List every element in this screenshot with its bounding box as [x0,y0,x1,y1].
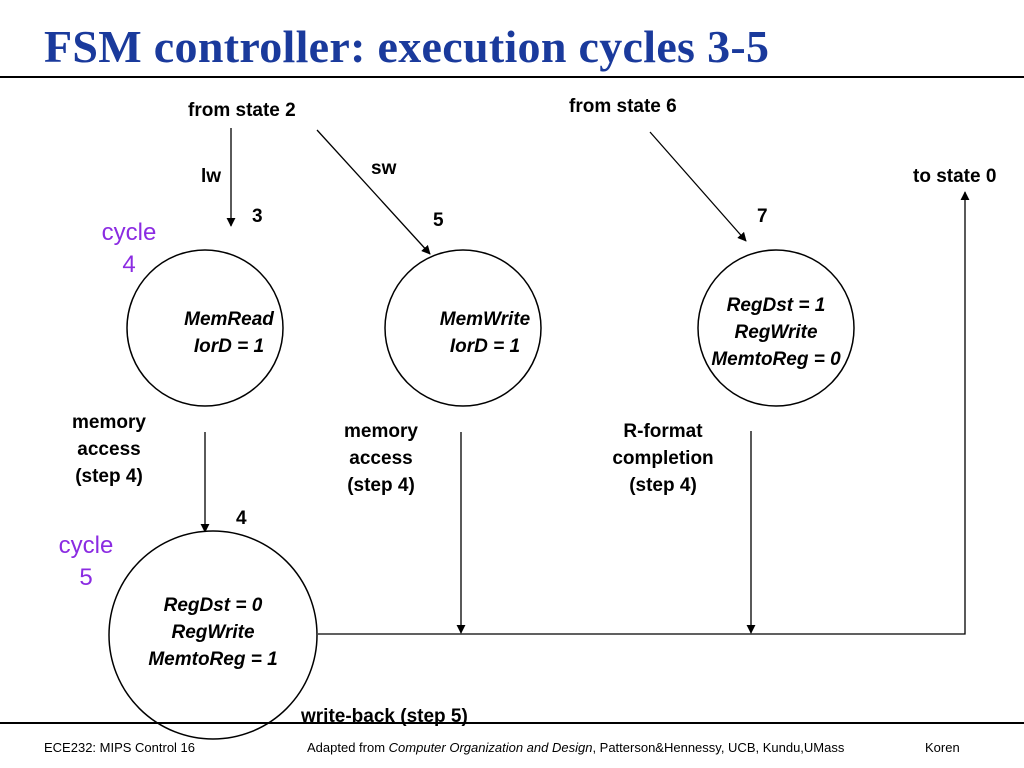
state-3-line-2: IorD = 1 [194,336,264,357]
rformat-line-3: (step 4) [629,475,697,496]
edge-from-state6-to-state7 [649,131,747,242]
lw-mem-access-line-2: access [77,439,140,460]
edge-from-state2-to-state5 [316,129,431,255]
state-4-line-1: RegDst = 0 [164,595,263,616]
footer-book-title: Computer Organization and Design [388,740,593,755]
sw-mem-access-line-1: memory [344,421,418,442]
from-state-2-label: from state 2 [188,100,296,121]
state-7-circle [697,249,855,407]
state-4-line-3: MemtoReg = 1 [148,649,277,670]
state-7-line-3: MemtoReg = 0 [711,349,841,370]
title-divider [0,76,1024,78]
state-7-line-1: RegDst = 1 [727,295,826,316]
writeback-label: write-back (step 5) [300,706,468,727]
state-7-number: 7 [757,206,768,227]
state-7-line-2: RegWrite [734,322,817,343]
state-5-number: 5 [433,210,444,231]
state-5-line-2: IorD = 1 [450,336,520,357]
footer-attribution: Adapted from Computer Organization and D… [307,740,844,755]
rformat-line-1: R-format [623,421,703,442]
lw-mem-access-line-3: (step 4) [75,466,143,487]
state-5-line-1: MemWrite [440,309,531,330]
footer-attribution-prefix: Adapted from [307,740,389,755]
cycle-4-word: cycle [102,219,157,246]
edge-to-state0 [318,191,970,635]
rformat-line-2: completion [612,448,713,469]
lw-label: lw [201,166,221,187]
lw-mem-access-line-1: memory [72,412,146,433]
cycle-4-number: 4 [122,251,135,278]
state-3-line-1: MemRead [184,309,274,330]
footer-divider [0,722,1024,724]
cycle-5-word: cycle [59,532,114,559]
slide-title: FSM controller: execution cycles 3-5 [44,21,770,72]
state-4-line-2: RegWrite [171,622,254,643]
sw-mem-access-line-2: access [349,448,412,469]
footer-attribution-suffix: , Patterson&Hennessy, UCB, Kundu,UMass [592,740,845,755]
to-state-0-label: to state 0 [913,166,996,187]
cycle-5-number: 5 [79,564,92,591]
from-state-6-label: from state 6 [569,96,677,117]
state-4-circle [108,530,318,740]
state-4-number: 4 [236,508,247,529]
state-3-number: 3 [252,206,263,227]
sw-mem-access-line-3: (step 4) [347,475,415,496]
footer-course: ECE232: MIPS Control 16 [44,740,196,755]
sw-label: sw [371,158,397,179]
state-5-circle [384,249,542,407]
state-3-circle [126,249,284,407]
footer-author: Koren [925,740,960,755]
